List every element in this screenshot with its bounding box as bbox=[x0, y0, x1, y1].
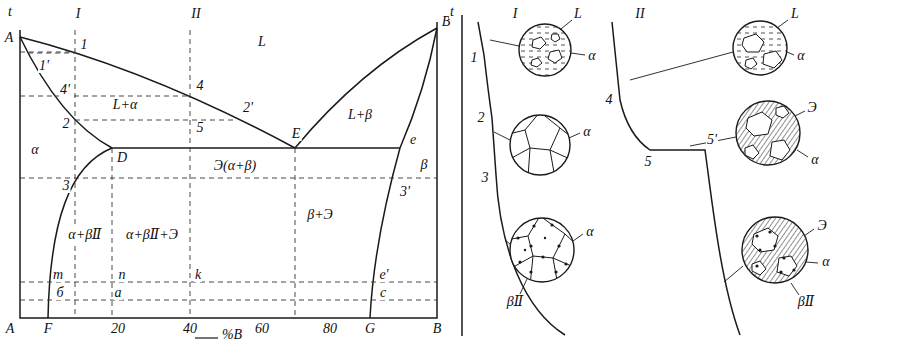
diagram-label: α+βⅡ bbox=[67, 228, 102, 242]
diagram-label: α bbox=[821, 255, 830, 269]
diagram-label: 3 bbox=[481, 171, 490, 185]
diagram-label: A bbox=[4, 31, 15, 45]
diagram-label: 1' bbox=[38, 59, 50, 73]
diagram-label: 1 bbox=[80, 38, 89, 52]
diagram-label: Э bbox=[806, 101, 817, 115]
diagram-label: 3' bbox=[399, 185, 411, 199]
diagram-label: βⅡ bbox=[506, 295, 525, 309]
diagram-label: L+β bbox=[347, 108, 373, 122]
microstructures bbox=[505, 21, 808, 286]
axis-dash bbox=[195, 337, 218, 338]
diagram-label: 2 bbox=[62, 117, 71, 131]
diagram-label: 2 bbox=[477, 111, 486, 125]
diagram-label: 4 bbox=[605, 93, 614, 107]
diagram-label: 80 bbox=[322, 322, 338, 336]
diagram-label: 40 bbox=[182, 322, 198, 336]
diagram-label: 5 bbox=[644, 155, 653, 169]
diagram-label: k bbox=[194, 268, 202, 282]
diagram-label: α+βⅡ+Э bbox=[125, 228, 179, 242]
diagram-label: 4 bbox=[196, 79, 205, 93]
diagram-label: α bbox=[585, 225, 594, 239]
diagram-label: 5' bbox=[706, 133, 718, 147]
cooling-curves bbox=[462, 15, 740, 336]
diagram-label: α bbox=[587, 49, 596, 63]
diagram-label: L+α bbox=[112, 98, 139, 112]
diagram-label: β+Э bbox=[306, 208, 334, 222]
diagram-label: α bbox=[810, 153, 819, 167]
diagram-label: e bbox=[409, 133, 417, 147]
diagram-label: I bbox=[512, 7, 519, 21]
diagram-label: G bbox=[364, 322, 376, 336]
diagram-label: L bbox=[257, 35, 267, 49]
leader-lines bbox=[490, 20, 818, 295]
diagram-label: Э bbox=[816, 219, 827, 233]
diagram-label: F bbox=[43, 322, 54, 336]
diagram-label: 5 bbox=[196, 121, 205, 135]
diagram-label: e' bbox=[378, 268, 389, 282]
diagram-label: c bbox=[379, 286, 387, 300]
diagram-label: б bbox=[55, 286, 64, 300]
diagram-label: L bbox=[573, 7, 583, 21]
diagram-label: II bbox=[190, 7, 201, 21]
diagram-label: 3 bbox=[62, 179, 71, 193]
construction-lines bbox=[20, 30, 437, 318]
diagram-label: βⅡ bbox=[797, 295, 816, 309]
diagram-label: 4' bbox=[59, 83, 71, 97]
diagram-label: B bbox=[432, 322, 443, 336]
phase-lines bbox=[20, 22, 437, 318]
diagram-label: β bbox=[420, 158, 429, 172]
diagram-label: m bbox=[52, 268, 64, 282]
diagram-label: α bbox=[30, 143, 39, 157]
diagram-label: t bbox=[7, 5, 13, 19]
diagram-label: I bbox=[75, 7, 82, 21]
diagram-label: II bbox=[634, 7, 645, 21]
diagram-label: 60 bbox=[254, 322, 270, 336]
diagram-label: a bbox=[114, 286, 123, 300]
diagram-label: α bbox=[796, 49, 805, 63]
diagram-label: n bbox=[118, 268, 127, 282]
diagram-label: %B bbox=[221, 328, 243, 342]
diagram-label: α bbox=[582, 125, 591, 139]
diagram-label: D bbox=[116, 151, 128, 165]
diagram-label: L bbox=[790, 7, 800, 21]
diagram-label: E bbox=[291, 127, 302, 141]
diagram-label: Э(α+β) bbox=[213, 159, 257, 173]
diagram-label: A bbox=[5, 322, 16, 336]
diagram-label: 1 bbox=[470, 51, 479, 65]
diagram-label: 2' bbox=[242, 101, 254, 115]
diagram-label: t bbox=[449, 5, 455, 19]
diagram-label: 20 bbox=[110, 322, 126, 336]
